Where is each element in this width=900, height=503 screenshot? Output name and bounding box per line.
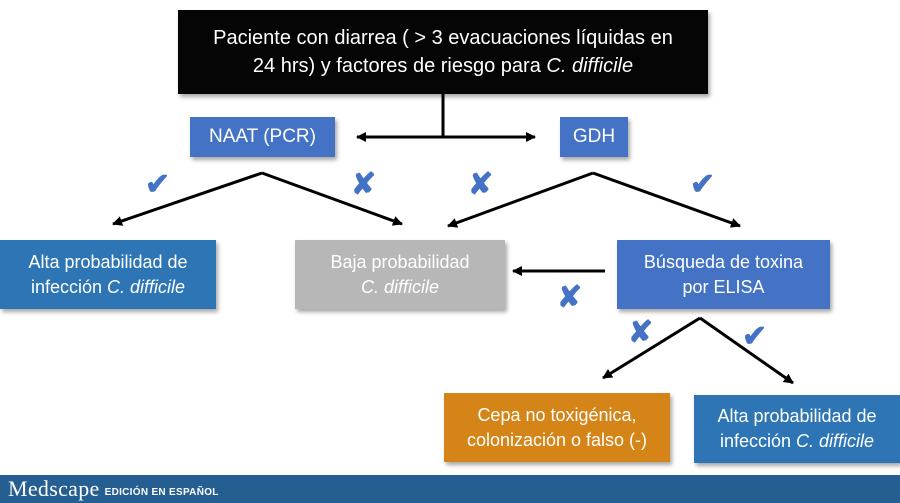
start-box: Paciente con diarrea ( > 3 evacuaciones … [178, 10, 708, 94]
naat-label: NAAT (PCR) [209, 126, 316, 147]
cross-icon-toxin-negative: ✘ [557, 281, 583, 314]
toxin-line2: por ELISA [682, 276, 765, 297]
arrow-gdh-to-low [447, 171, 594, 228]
cross-icon-gdh-negative: ✘ [468, 168, 494, 201]
flow-arrows [112, 94, 794, 385]
toxin-line1: Búsqueda de toxina [643, 251, 804, 272]
arrow-naat-to-high [112, 171, 263, 226]
toxin-elisa-box: Búsqueda de toxina por ELISA [617, 240, 830, 309]
naat-high-line1: Alta probabilidad de [28, 251, 188, 272]
arrow-gdh-to-toxin [592, 171, 741, 228]
start-text-line1: Paciente con diarrea ( > 3 evacuaciones … [213, 27, 673, 49]
check-icon-naat-positive: ✔ [145, 168, 171, 201]
low-line1: Baja probabilidad [330, 251, 470, 272]
arrow-naat-to-low [261, 171, 403, 226]
toxin-high-line1: Alta probabilidad de [717, 406, 877, 426]
check-icon-toxin-positive: ✔ [742, 320, 768, 353]
low-line2: C. difficile [360, 276, 440, 297]
start-text-line2: 24 hrs) y factores de riesgo para C. dif… [252, 55, 634, 77]
toxin-high-line2: infección C. difficile [719, 431, 875, 451]
cross-icon-naat-negative: ✘ [351, 168, 377, 201]
check-icon-gdh-positive: ✔ [690, 168, 716, 201]
cross-icon-toxin-negative-cepa: ✘ [628, 316, 654, 349]
toxin-high-probability-box: Alta probabilidad de infección C. diffic… [694, 395, 900, 463]
medscape-logo: Medscape [8, 476, 100, 501]
footer-bar: Medscape EDICIÓN EN ESPAÑOL [0, 475, 900, 503]
non-toxigenic-box: Cepa no toxigénica, colonización o falso… [444, 393, 670, 462]
arrow-toxin-to-cepa [602, 316, 701, 380]
arrow-toxin-to-high [699, 316, 794, 385]
edition-label: EDICIÓN EN ESPAÑOL [104, 486, 219, 498]
low-probability-box: Baja probabilidad C. difficile [295, 240, 505, 309]
naat-pcr-box: NAAT (PCR) [190, 117, 335, 157]
cepa-line1: Cepa no toxigénica, [477, 404, 637, 425]
naat-high-line2: infección C. difficile [30, 276, 186, 297]
gdh-box: GDH [560, 117, 628, 157]
gdh-label: GDH [572, 126, 616, 147]
cepa-line2: colonización o falso (-) [466, 429, 648, 450]
naat-high-probability-box: Alta probabilidad de infección C. diffic… [0, 240, 216, 309]
